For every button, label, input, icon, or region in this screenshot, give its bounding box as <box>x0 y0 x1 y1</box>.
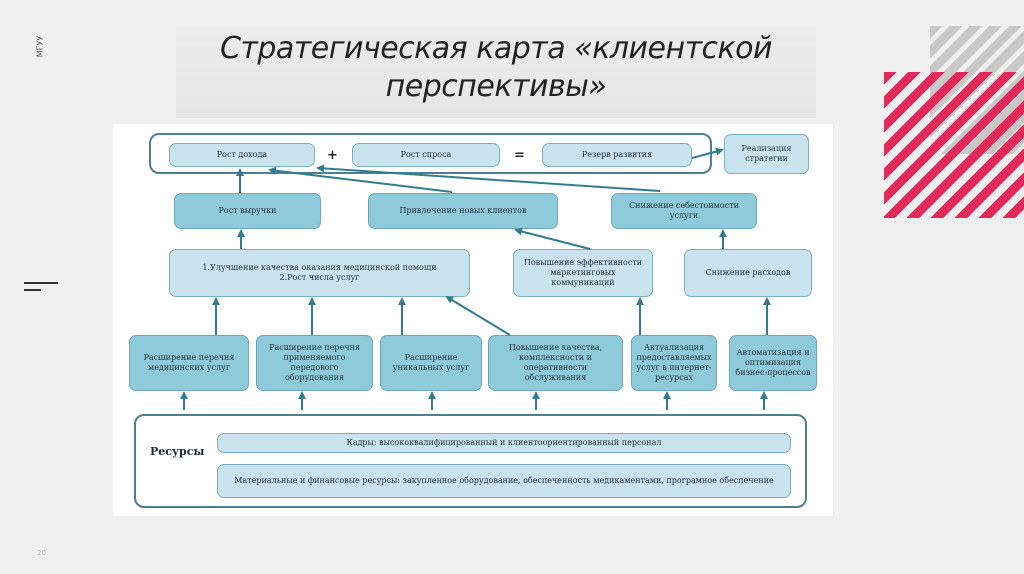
node-quality-and-services: 1.Улучшение качества оказания медицинско… <box>169 249 470 297</box>
node-development-reserve: Резерв развития <box>542 143 692 167</box>
equals-sign: = <box>514 148 525 163</box>
arrow-clients-to-revenue <box>268 166 453 193</box>
resources-frame <box>134 414 807 508</box>
page-title: Стратегическая карта «клиентской перспек… <box>176 30 816 106</box>
title-line-2: перспективы» <box>385 69 607 104</box>
decorative-stripes-pink <box>884 72 1024 218</box>
node-service-quality: Повышение качества, комплексности и опер… <box>488 335 623 391</box>
plus-sign: + <box>327 148 338 163</box>
resource-material: Материальные и финансовые ресурсы: закуп… <box>217 464 791 498</box>
node-demand-growth: Рост спроса <box>352 143 500 167</box>
node-strategy-implementation: Реализация стратегии <box>724 134 809 174</box>
title-line-1: Стратегическая карта «клиентской <box>219 31 773 66</box>
resource-staff: Кадры: высококвалифицированный и клиенто… <box>217 433 791 453</box>
page-number: 20 <box>37 549 46 557</box>
arrow-marketing-to-clients <box>514 227 591 250</box>
menu-icon[interactable] <box>24 282 58 296</box>
node-medical-services-expansion: Расширение перечня медицинских услуг <box>129 335 249 391</box>
node-sales-growth: Рост выручки <box>174 193 321 229</box>
arrow-reserve-to-strategy <box>691 147 724 159</box>
node-new-clients: Привлечение новых клиентов <box>368 193 558 229</box>
node-expense-reduction: Снижение расходов <box>684 249 812 297</box>
node-automation: Автоматизация и оптимизация бизнес-проце… <box>729 335 817 391</box>
title-backdrop <box>176 26 816 118</box>
resources-label: Ресурсы <box>150 445 205 458</box>
node-cost-reduction: Снижение себестоимости услуги <box>611 193 757 229</box>
node-revenue-growth: Рост дохода <box>169 143 315 167</box>
arrow-cost-to-revenue <box>316 164 661 192</box>
node-marketing-efficiency: Повышение эффективности маркетинговых ко… <box>513 249 653 297</box>
arrow-l4-4-to-quality <box>445 295 511 336</box>
node-unique-services: Расширение уникальных услуг <box>380 335 482 391</box>
node-equipment-expansion: Расширение перечня применяемого передово… <box>256 335 373 391</box>
node-online-services: Актуализация предоставляемых услуг в инт… <box>631 335 717 391</box>
